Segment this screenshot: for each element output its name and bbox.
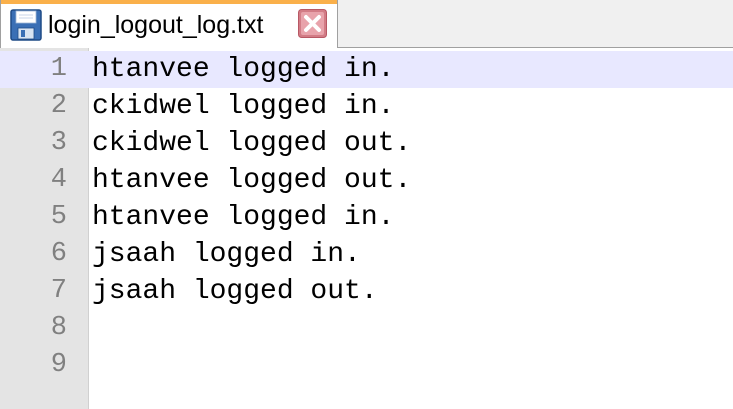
line-number: 4 xyxy=(50,165,67,195)
tab-title: login_logout_log.txt xyxy=(48,11,264,39)
save-icon xyxy=(10,9,42,41)
active-tab-indicator xyxy=(1,0,337,4)
line-number: 2 xyxy=(50,91,67,121)
editor-line-9[interactable]: 9 xyxy=(0,347,733,384)
tab-bar: login_logout_log.txt xyxy=(0,0,733,49)
editor-line-7[interactable]: 7 jsaah logged out. xyxy=(0,273,733,310)
text-editor[interactable]: 1 htanvee logged in. 2 ckidwel logged in… xyxy=(0,48,733,409)
editor-line-3[interactable]: 3 ckidwel logged out. xyxy=(0,125,733,162)
line-text[interactable]: htanvee logged in. xyxy=(92,202,395,233)
line-number: 9 xyxy=(50,350,67,380)
line-text[interactable]: jsaah logged out. xyxy=(92,276,378,307)
line-text[interactable]: jsaah logged in. xyxy=(92,239,361,270)
line-number: 3 xyxy=(50,128,67,158)
line-text[interactable]: htanvee logged out. xyxy=(92,165,412,196)
editor-line-5[interactable]: 5 htanvee logged in. xyxy=(0,199,733,236)
line-number: 6 xyxy=(50,239,67,269)
editor-line-8[interactable]: 8 xyxy=(0,310,733,347)
editor-line-2[interactable]: 2 ckidwel logged in. xyxy=(0,88,733,125)
line-number: 5 xyxy=(50,202,67,232)
editor-line-6[interactable]: 6 jsaah logged in. xyxy=(0,236,733,273)
editor-line-1[interactable]: 1 htanvee logged in. xyxy=(0,51,733,88)
line-text[interactable]: htanvee logged in. xyxy=(92,54,395,85)
editor-line-4[interactable]: 4 htanvee logged out. xyxy=(0,162,733,199)
close-icon[interactable] xyxy=(298,9,327,38)
line-number: 1 xyxy=(50,54,67,84)
line-text[interactable]: ckidwel logged in. xyxy=(92,91,395,122)
line-number: 8 xyxy=(50,313,67,343)
line-number: 7 xyxy=(50,276,67,306)
line-text[interactable]: ckidwel logged out. xyxy=(92,128,412,159)
file-tab[interactable]: login_logout_log.txt xyxy=(0,0,338,49)
line-number-gutter xyxy=(0,48,89,409)
